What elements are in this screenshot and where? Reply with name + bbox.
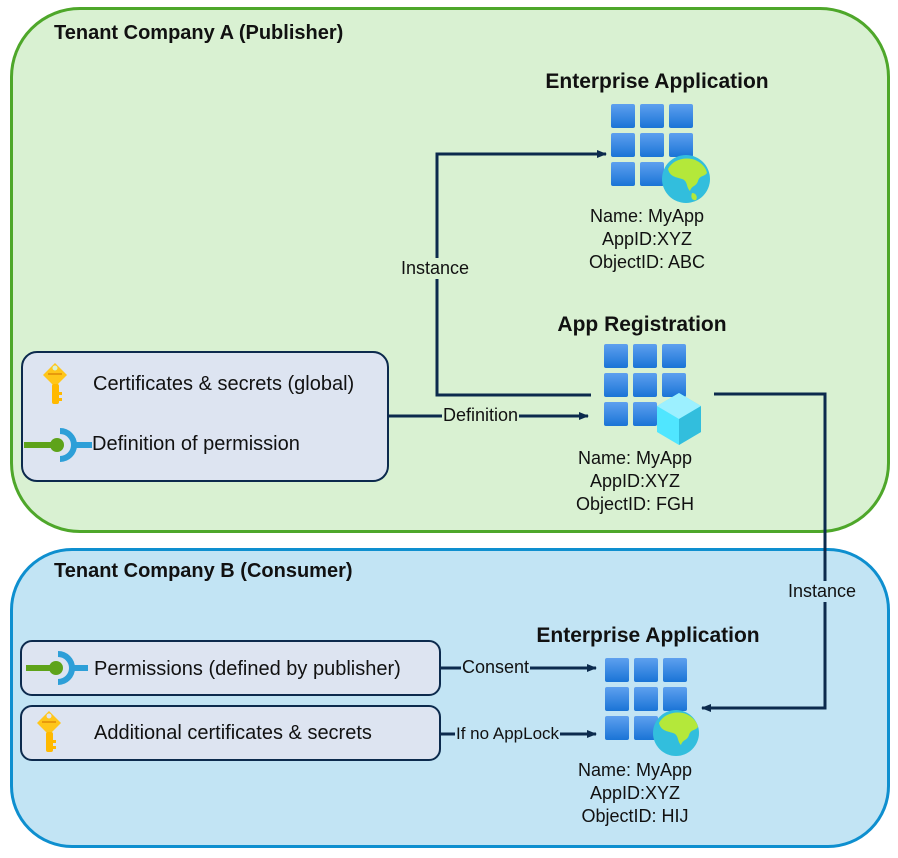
app-registration-icon	[604, 344, 701, 445]
permission-icon	[24, 428, 92, 462]
enterprise-app-b-objectid: ObjectID: HIJ	[581, 806, 689, 826]
app-registration-objectid: ObjectID: FGH	[575, 494, 695, 514]
permissions-item: Permissions (defined by publisher)	[94, 658, 401, 681]
secrets-item: Additional certificates & secrets	[94, 722, 372, 745]
enterprise-app-a-objectid: ObjectID: ABC	[588, 252, 706, 272]
global-item-permission: Definition of permission	[92, 433, 300, 456]
app-registration-title: App Registration	[557, 313, 727, 336]
if-no-applock-label: If no AppLock	[455, 724, 561, 744]
enterprise-app-b-name: Name: MyApp	[577, 760, 693, 780]
enterprise-app-icon	[605, 658, 699, 756]
instance-b-connector	[701, 392, 827, 712]
instance-a-label: Instance	[400, 258, 471, 279]
secrets-box	[20, 705, 441, 761]
permissions-box	[20, 640, 441, 696]
permission-icon	[26, 651, 88, 685]
permissions-label: Permissions (defined by publisher)	[94, 658, 401, 680]
consent-label: Consent	[461, 657, 531, 678]
key-icon	[37, 711, 61, 752]
enterprise-app-a-title: Enterprise Application	[545, 70, 769, 93]
app-registration-name: Name: MyApp	[577, 448, 693, 468]
enterprise-app-a-details: Name: MyApp AppID:XYZ ObjectID: ABC	[589, 205, 705, 274]
definition-label: Definition	[442, 405, 520, 426]
enterprise-app-b-appid: AppID:XYZ	[589, 783, 681, 803]
enterprise-app-icon	[611, 104, 710, 203]
instance-b-label: Instance	[787, 581, 858, 602]
enterprise-app-a-appid: AppID:XYZ	[601, 229, 693, 249]
secrets-label: Additional certificates & secrets	[94, 722, 372, 744]
global-item-certificates: Certificates & secrets (global)	[93, 373, 354, 396]
enterprise-app-b-details: Name: MyApp AppID:XYZ ObjectID: HIJ	[578, 759, 692, 828]
global-item-permission-label: Definition of permission	[92, 433, 300, 455]
tenant-b-title: Tenant Company B (Consumer)	[54, 560, 353, 582]
global-item-certificates-label: Certificates & secrets (global)	[93, 373, 355, 395]
key-icon	[43, 363, 67, 404]
enterprise-app-b-title: Enterprise Application	[536, 624, 760, 647]
app-registration-appid: AppID:XYZ	[589, 471, 681, 491]
tenant-a-title: Tenant Company A (Publisher)	[54, 22, 344, 44]
enterprise-app-a-name: Name: MyApp	[589, 206, 705, 226]
app-registration-details: Name: MyApp AppID:XYZ ObjectID: FGH	[576, 447, 694, 516]
global-settings-box	[21, 351, 389, 482]
tenant-b-container	[10, 548, 890, 848]
